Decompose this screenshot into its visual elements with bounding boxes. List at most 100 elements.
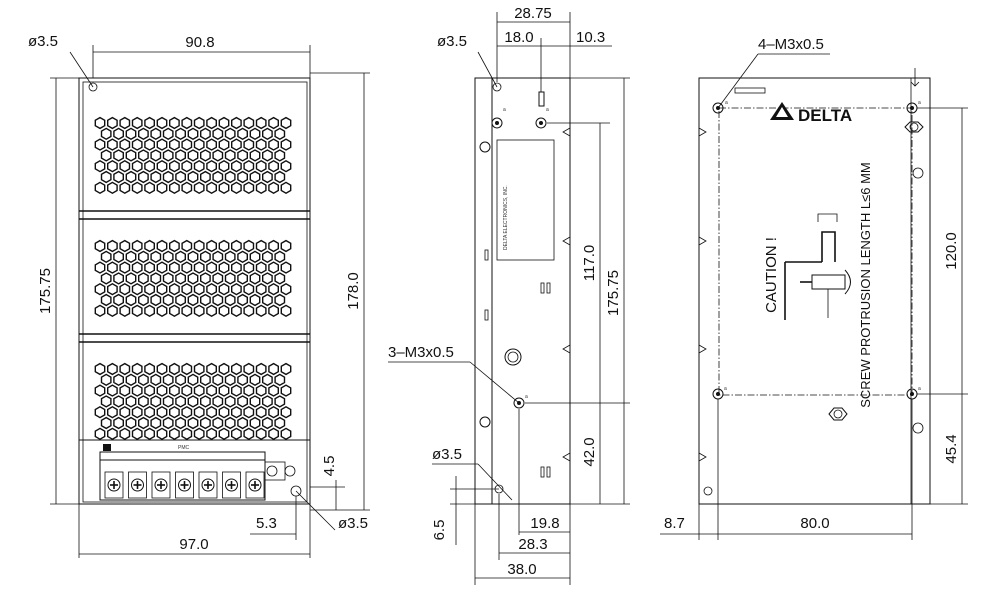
vent-hole — [94, 261, 106, 274]
terminal-cell — [128, 471, 147, 499]
vent-hole — [187, 127, 199, 141]
vent-hole — [106, 138, 118, 151]
vent-hole — [193, 405, 205, 419]
ground-terminal-screw — [266, 465, 278, 477]
vent-hole — [113, 149, 125, 162]
vent-hole — [255, 261, 267, 274]
vent-hole — [224, 293, 236, 307]
vent-hole — [113, 373, 125, 387]
vent-hole — [113, 416, 125, 430]
vent-hole — [150, 250, 162, 264]
vent-hole — [237, 272, 249, 285]
vent-hole — [156, 181, 168, 195]
vent-hole — [144, 384, 156, 397]
vent-hole — [255, 239, 267, 253]
vent-hole — [249, 170, 261, 184]
vent-hole — [131, 384, 143, 397]
vent-hole — [144, 362, 156, 376]
vent-hole — [218, 239, 230, 253]
vent-hole — [162, 293, 174, 307]
screw-protrusion-note: SCREW PROTRUSION LENGTH L≤6 MM — [858, 162, 873, 408]
vent-hole — [100, 250, 112, 264]
vent-hole — [131, 138, 143, 151]
vent-hole — [249, 250, 261, 264]
front-mount-hole — [88, 82, 98, 92]
vent-hole — [100, 373, 112, 387]
dim-height-right: 178.0 — [345, 272, 362, 310]
vent-hole — [224, 395, 236, 408]
vent-hole — [218, 384, 230, 397]
vent-hole — [262, 127, 273, 141]
vent-hole — [137, 272, 149, 285]
vent-hole — [218, 405, 230, 419]
vent-hole — [199, 293, 211, 307]
dim-side-offset-b: 10.3 — [576, 29, 605, 46]
side-screw-1 — [491, 117, 503, 129]
vent-hole — [119, 181, 131, 195]
vent-hole — [150, 373, 162, 387]
vent-hole — [94, 239, 106, 253]
vent-hole — [175, 170, 187, 184]
vent-hole — [224, 373, 236, 387]
vent-hole — [274, 395, 286, 408]
vent-hole — [262, 272, 273, 285]
vent-grill-middle — [94, 239, 292, 318]
dim-back-offset-left: 8.7 — [664, 515, 685, 532]
vent-hole — [218, 362, 230, 376]
vent-hole — [113, 293, 125, 307]
vent-hole — [168, 384, 180, 397]
terminal-screw — [154, 478, 168, 492]
vent-hole — [206, 427, 218, 441]
vent-hole — [212, 170, 224, 184]
vent-hole — [144, 261, 156, 274]
vent-hole — [156, 427, 168, 441]
vent-hole — [230, 405, 242, 419]
side-view: DELTA ELECTRONICS, INC. a a a — [388, 5, 630, 585]
vent-hole — [150, 170, 162, 184]
vent-hole — [249, 127, 261, 141]
vent-hole — [181, 239, 193, 253]
vent-hole — [193, 116, 205, 130]
vent-hole — [212, 272, 224, 285]
vent-hole — [125, 373, 137, 387]
vent-hole — [144, 138, 156, 151]
vent-hole — [119, 304, 131, 318]
vent-hole — [144, 116, 156, 130]
vent-hole — [224, 272, 236, 285]
vent-hole — [162, 170, 174, 184]
vent-hole — [100, 149, 112, 162]
dim-side-hole-dia: ø3.5 — [437, 33, 467, 50]
vent-hole — [206, 384, 218, 397]
vent-hole — [268, 304, 279, 318]
vent-hole — [243, 159, 255, 173]
side-vertical-text: DELTA ELECTRONICS, INC. — [503, 185, 509, 250]
vent-hole — [243, 116, 255, 130]
vent-hole — [199, 127, 211, 141]
vent-hole — [230, 239, 242, 253]
vent-hole — [106, 405, 118, 419]
vent-hole — [255, 138, 267, 151]
vent-hole — [193, 384, 205, 397]
vent-hole — [218, 116, 230, 130]
vent-hole — [199, 416, 211, 430]
vent-hole — [237, 395, 249, 408]
vent-hole — [255, 427, 267, 441]
vent-hole — [280, 116, 292, 130]
vent-hole — [106, 159, 118, 173]
vent-hole — [280, 159, 292, 173]
vent-hole — [199, 250, 211, 264]
vent-hole — [262, 293, 273, 307]
vent-hole — [162, 149, 174, 162]
vent-hole — [131, 181, 143, 195]
vent-hole — [206, 159, 218, 173]
vent-hole — [119, 362, 131, 376]
vent-hole — [268, 427, 279, 441]
vent-hole — [187, 250, 199, 264]
vent-hole — [249, 293, 261, 307]
vent-hole — [106, 384, 118, 397]
side-label-panel — [496, 139, 555, 261]
vent-hole — [168, 116, 180, 130]
vent-hole — [144, 405, 156, 419]
vent-hole — [94, 304, 106, 318]
side-screw-spec: 3–M3x0.5 — [388, 344, 454, 361]
